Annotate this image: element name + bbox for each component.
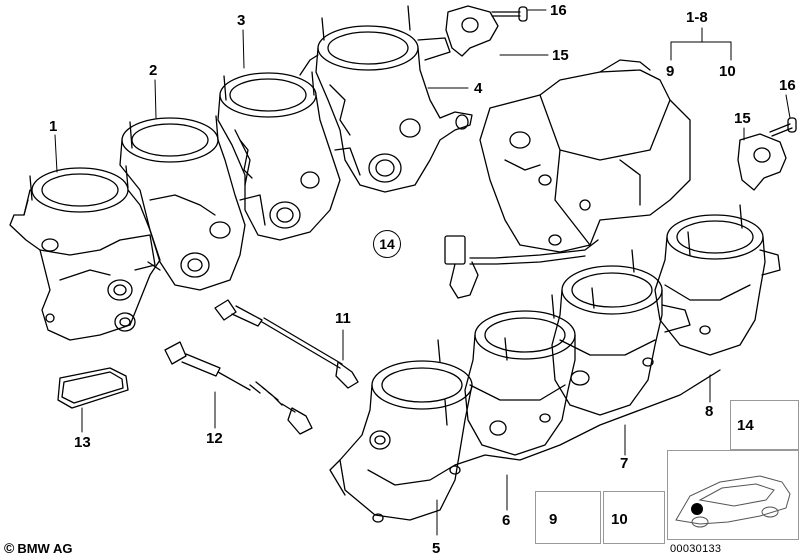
callout-5[interactable]: 5 (432, 540, 441, 557)
intake-runner-8 (654, 204, 781, 356)
copyright-brand: © BMW AG (4, 540, 72, 556)
callout-15-top[interactable]: 15 (552, 47, 569, 64)
leader-lines (54, 9, 791, 536)
inset-box-10[interactable]: 10 (603, 491, 665, 544)
intake-runner-5 (329, 339, 473, 523)
callout-8[interactable]: 8 (705, 403, 714, 420)
throttle-body-1 (9, 165, 161, 341)
callout-16-right[interactable]: 16 (779, 77, 796, 94)
throttle-body-4 (299, 5, 473, 193)
inset-box-10-label: 10 (611, 511, 628, 528)
intake-runner-6 (464, 294, 576, 456)
sensor-15-top (445, 5, 528, 57)
sensor-15-right (737, 117, 797, 191)
callout-1[interactable]: 1 (49, 118, 58, 135)
inset-box-14[interactable]: 14 (730, 400, 799, 450)
callout-group-10[interactable]: 10 (719, 63, 736, 80)
callout-13[interactable]: 13 (74, 434, 91, 451)
intake-runner-7 (551, 249, 691, 416)
throttle-link-11 (214, 299, 359, 389)
throttle-link-12 (164, 341, 313, 435)
callout-16-top[interactable]: 16 (550, 2, 567, 19)
car-silhouette-graphic (675, 475, 791, 528)
inset-box-14-label: 14 (737, 417, 754, 434)
callout-2[interactable]: 2 (149, 62, 158, 79)
callout-12[interactable]: 12 (206, 430, 223, 447)
inset-box-9[interactable]: 9 (535, 491, 601, 544)
callout-11[interactable]: 11 (335, 310, 351, 327)
throttle-body-3 (217, 71, 341, 241)
location-marker-dot (691, 503, 703, 515)
callout-group-9[interactable]: 9 (666, 63, 675, 80)
brand-name: BMW AG (17, 540, 73, 556)
gasket-13 (57, 367, 129, 409)
callout-3[interactable]: 3 (237, 12, 246, 29)
callout-6[interactable]: 6 (502, 512, 511, 529)
callout-group-1-8[interactable]: 1-8 (686, 9, 708, 26)
drawing-code: 00030133 (670, 543, 722, 555)
callout-14-circled[interactable]: 14 (373, 230, 401, 258)
inset-box-9-label: 9 (549, 511, 558, 528)
throttle-actuator (444, 59, 691, 299)
copyright-symbol: © (4, 540, 15, 556)
callout-7[interactable]: 7 (620, 455, 629, 472)
vehicle-locator-inset (667, 450, 799, 540)
callout-4[interactable]: 4 (474, 80, 483, 97)
throttle-body-2 (119, 115, 246, 291)
callout-15-right[interactable]: 15 (734, 110, 751, 127)
